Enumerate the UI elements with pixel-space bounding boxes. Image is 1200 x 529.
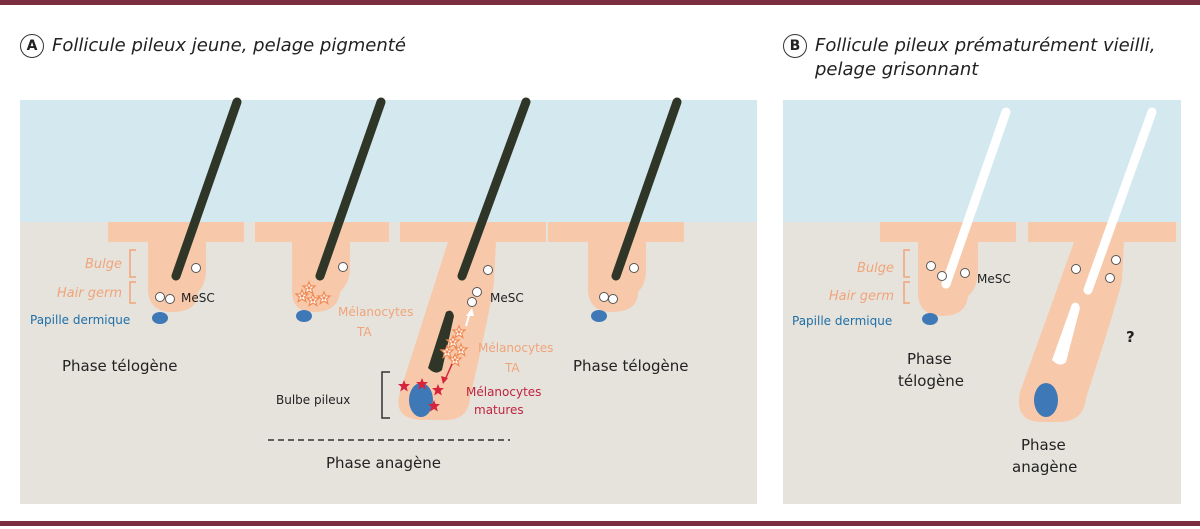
label-phase-anagen-b-l1: Phase [1021,436,1066,454]
bottom-rule [0,521,1200,526]
follicle-b-telogen [880,107,1016,325]
label-melano-mat-l2: matures [474,403,524,417]
papilla-b1 [922,313,938,325]
panel-a-title: Follicule pileux jeune, pelage pigmenté [52,35,406,56]
panel-b-title-line2: pelage grisonnant [815,59,979,80]
panel-b-title-line1: Follicule pileux prématurément vieilli, [815,35,1156,56]
panel-a-sky [20,100,757,222]
panel-a-header: A Follicule pileux jeune, pelage pigment… [20,34,406,58]
papilla-3 [409,383,433,417]
follicle-b-anagen [1018,107,1176,422]
follicle-early-anagen [255,97,389,322]
label-hair-germ-a: Hair germ [57,286,122,301]
label-hair-germ-b: Hair germ [829,289,894,304]
label-melano-ta-a2-l1: Mélanocytes [478,341,553,355]
top-rule [0,0,1200,5]
papilla-2 [296,310,312,322]
label-mesc-a2: MeSC [490,291,524,305]
label-papille-a: Papille dermique [30,313,130,327]
label-phase-telogen-a1: Phase télogène [62,357,178,375]
label-phase-telogen-a2: Phase télogène [573,357,689,375]
label-mesc-a1: MeSC [181,291,215,305]
panel-a-scene: Bulge Hair germ MeSC Papille dermique Ph… [20,97,757,504]
label-melano-mat-l1: Mélanocytes [466,385,541,399]
panel-b-scene: Bulge Hair germ MeSC Papille dermique Ph… [783,100,1181,504]
panel-b-sky [783,100,1181,222]
panel-b-header: B Follicule pileux prématurément vieilli… [783,34,1155,82]
label-melano-ta-a1-l2: TA [356,325,372,339]
label-phase-anagen-b-l2: anagène [1012,458,1077,476]
label-phase-telogen-b-l2: télogène [898,372,964,390]
label-bulge-b: Bulge [857,261,894,276]
follicle-telogen-1 [108,97,244,324]
papilla-4 [591,310,607,322]
papilla-b2 [1034,383,1058,417]
panel-a-badge: A [20,34,44,58]
follicle-anagen [398,97,546,420]
label-phase-telogen-b-l1: Phase [907,350,952,368]
label-phase-anagen-a: Phase anagène [326,454,441,472]
panel-b-badge: B [783,34,807,58]
label-bulbe: Bulbe pileux [276,393,350,407]
label-melano-ta-a2-l2: TA [504,361,520,375]
papilla-1 [152,312,168,324]
follicle-telogen-2 [548,97,684,322]
label-mesc-b: MeSC [977,272,1011,286]
label-papille-b: Papille dermique [792,314,892,328]
label-bulge-a: Bulge [85,257,122,272]
label-question: ? [1126,328,1135,346]
label-melano-ta-a1-l1: Mélanocytes [338,305,413,319]
